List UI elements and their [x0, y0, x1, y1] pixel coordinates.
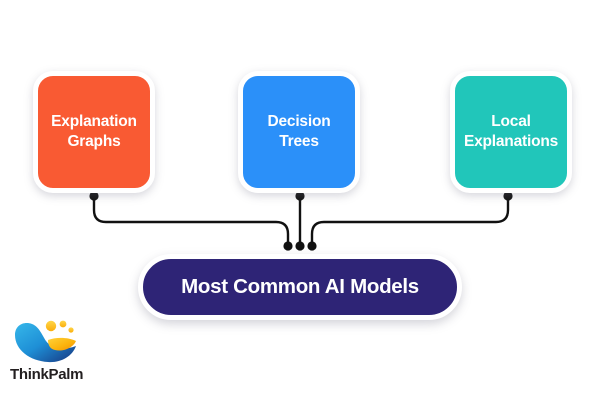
- logo-wave-shape: [15, 323, 76, 363]
- node-card-local-explanations[interactable]: Local Explanations: [450, 71, 572, 193]
- thinkpalm-logo-icon: [15, 320, 76, 363]
- node-label-local-explanations: Local Explanations: [463, 113, 559, 150]
- connector-dot-root-left: [283, 241, 293, 251]
- node-label-decision-trees: Decision Trees: [267, 113, 331, 150]
- root-node-capsule[interactable]: Most Common AI Models: [138, 254, 462, 320]
- logo-dot-small: [68, 327, 74, 333]
- logo-dot-large: [45, 320, 57, 332]
- logo-leaf-shape: [48, 337, 76, 351]
- connector-dot-root-right: [307, 241, 317, 251]
- root-node-label: Most Common AI Models: [181, 275, 419, 298]
- node-label-explanation-graphs: Explanation Graphs: [51, 113, 137, 150]
- node-card-decision-trees[interactable]: Decision Trees: [238, 71, 360, 193]
- connector-path-local-explanations: [310, 195, 510, 247]
- logo-dot-medium: [59, 320, 67, 328]
- brand-logo: ThinkPalm: [10, 316, 106, 392]
- brand-wordmark: ThinkPalm: [10, 366, 84, 383]
- connector-dot-root-middle: [295, 241, 305, 251]
- node-card-explanation-graphs[interactable]: Explanation Graphs: [33, 71, 155, 193]
- connector-path-explanation-graphs: [92, 195, 290, 247]
